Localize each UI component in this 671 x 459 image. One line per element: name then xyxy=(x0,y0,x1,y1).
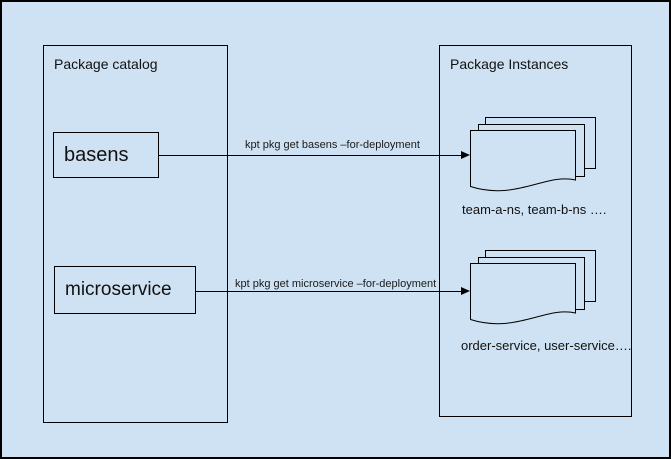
arrow-right-icon xyxy=(461,151,470,159)
package-catalog-box: Package catalog xyxy=(43,45,228,423)
arrow-microservice-label: kpt pkg get microservice –for-deployment xyxy=(235,278,437,290)
stack-caption-team: team-a-ns, team-b-ns …. xyxy=(462,202,607,217)
arrow-basens-line xyxy=(159,155,462,156)
document-page-front xyxy=(470,263,576,325)
package-instances-box: Package Instances xyxy=(439,45,632,417)
document-stack-icon xyxy=(470,250,596,325)
stack-caption-services: order-service, user-service…. xyxy=(461,338,632,353)
arrow-right-icon xyxy=(461,287,470,295)
arrow-basens-label: kpt pkg get basens –for-deployment xyxy=(245,139,420,151)
arrow-microservice-line xyxy=(196,291,462,292)
package-basens-label: basens xyxy=(64,143,129,166)
package-catalog-title: Package catalog xyxy=(54,56,158,72)
document-stack-icon xyxy=(470,117,596,192)
package-box-basens: basens xyxy=(53,132,159,178)
package-box-microservice: microservice xyxy=(54,266,196,314)
package-microservice-label: microservice xyxy=(65,279,172,300)
package-instances-title: Package Instances xyxy=(450,56,569,72)
document-page-front xyxy=(470,130,576,192)
